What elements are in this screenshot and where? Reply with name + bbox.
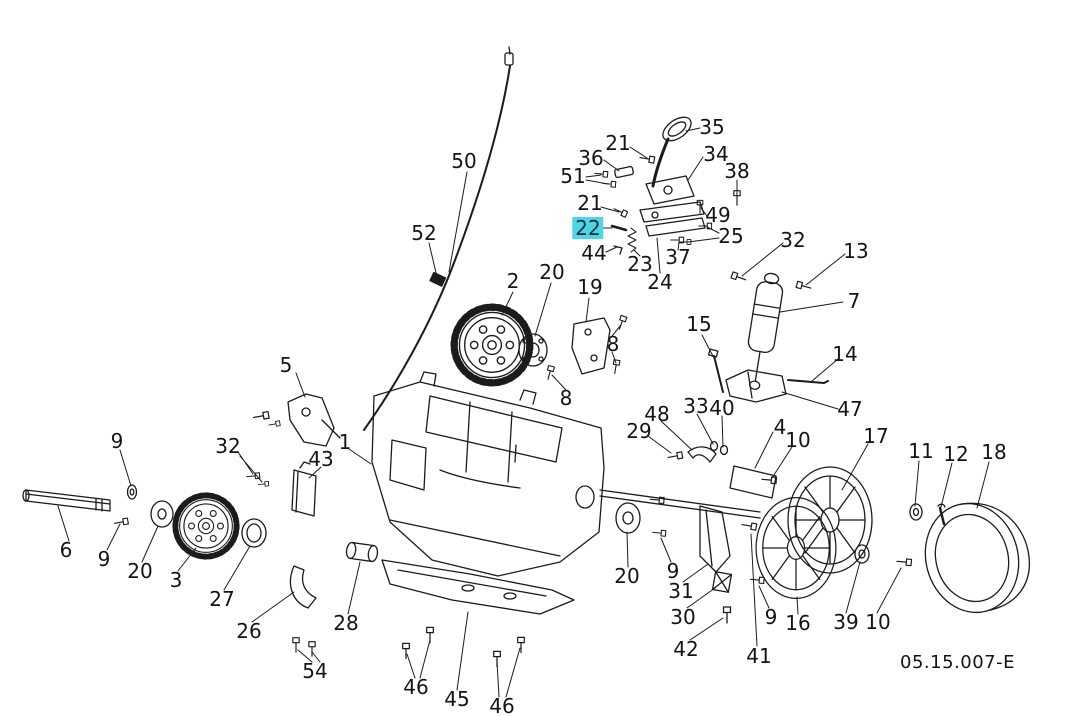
part-callout-39[interactable]: 39 [833,610,859,634]
part-callout-11[interactable]: 11 [908,439,934,463]
part-callout-45[interactable]: 45 [444,687,470,711]
part-callout-15[interactable]: 15 [686,312,712,336]
part-callout-29[interactable]: 29 [626,419,652,443]
mount-bracket-illustration [707,348,829,403]
part-callout-19[interactable]: 19 [577,275,603,299]
wheel-hub-illustration [755,466,946,599]
part-callout-22[interactable]: 22 [572,217,604,239]
part-callout-12[interactable]: 12 [943,442,969,466]
part-callout-50[interactable]: 50 [451,149,477,173]
part-callout-13[interactable]: 13 [843,239,869,263]
part-callout-5[interactable]: 5 [279,353,293,377]
part-callout-52[interactable]: 52 [411,221,437,245]
part-callout-26[interactable]: 26 [236,619,262,643]
part-callout-7[interactable]: 7 [847,289,861,313]
part-callout-47[interactable]: 47 [837,397,863,421]
part-callout-21[interactable]: 21 [605,131,631,155]
part-callout-2[interactable]: 2 [506,269,520,293]
part-callout-40[interactable]: 40 [709,396,735,420]
baseplate-illustration [381,559,575,668]
part-callout-46[interactable]: 46 [489,694,515,717]
cover-20-illustration [518,333,548,367]
part-callout-42[interactable]: 42 [673,637,699,661]
part-callout-4[interactable]: 4 [773,415,787,439]
part-callout-38[interactable]: 38 [724,159,750,183]
part-callout-14[interactable]: 14 [832,342,858,366]
part-callout-31[interactable]: 31 [668,579,694,603]
part-callout-8[interactable]: 8 [559,386,573,410]
part-callout-9[interactable]: 9 [764,605,778,629]
part-callout-28[interactable]: 28 [333,611,359,635]
part-callout-24[interactable]: 24 [647,270,673,294]
part-callout-49[interactable]: 49 [705,203,731,227]
part-callout-32[interactable]: 32 [780,228,806,252]
bracket-5-illustration [252,393,341,447]
part-callout-46[interactable]: 46 [403,675,429,699]
tire-illustration [924,502,1030,614]
cable-illustration [363,46,514,431]
part-callout-16[interactable]: 16 [785,611,811,635]
part-callout-9[interactable]: 9 [110,429,124,453]
diagram-code: 05.15.007-E [900,652,1015,673]
shock-absorber-illustration [730,271,813,390]
part-callout-30[interactable]: 30 [670,605,696,629]
part-callout-21[interactable]: 21 [577,191,603,215]
part-callout-37[interactable]: 37 [665,245,691,269]
part-callout-43[interactable]: 43 [308,447,334,471]
part-callout-10[interactable]: 10 [865,610,891,634]
right-axle-illustration [599,440,778,624]
part-callout-35[interactable]: 35 [699,115,725,139]
part-callout-27[interactable]: 27 [209,587,235,611]
part-callout-6[interactable]: 6 [59,538,73,562]
part-callout-9[interactable]: 9 [666,559,680,583]
part-callout-8[interactable]: 8 [606,332,620,356]
part-callout-23[interactable]: 23 [627,252,653,276]
part-callout-41[interactable]: 41 [746,644,772,668]
part-callout-3[interactable]: 3 [169,568,183,592]
part-callout-54[interactable]: 54 [302,659,328,683]
part-callout-51[interactable]: 51 [560,164,586,188]
bracket-19-illustration [544,314,628,381]
chassis-frame-illustration [371,371,605,577]
left-axle-illustration [22,461,379,657]
part-callout-33[interactable]: 33 [683,394,709,418]
part-callout-10[interactable]: 10 [785,428,811,452]
part-callout-44[interactable]: 44 [581,241,607,265]
part-callout-9[interactable]: 9 [97,547,111,571]
part-callout-1[interactable]: 1 [338,430,352,454]
part-callout-20[interactable]: 20 [539,260,565,284]
part-callout-32[interactable]: 32 [215,434,241,458]
part-callout-17[interactable]: 17 [863,424,889,448]
part-callout-20[interactable]: 20 [127,559,153,583]
part-callout-48[interactable]: 48 [644,402,670,426]
part-callout-20[interactable]: 20 [614,564,640,588]
leader-lines [57,127,990,698]
part-callout-18[interactable]: 18 [981,440,1007,464]
part-callout-34[interactable]: 34 [703,142,729,166]
part-callout-25[interactable]: 25 [718,224,744,248]
part-callout-36[interactable]: 36 [578,146,604,170]
